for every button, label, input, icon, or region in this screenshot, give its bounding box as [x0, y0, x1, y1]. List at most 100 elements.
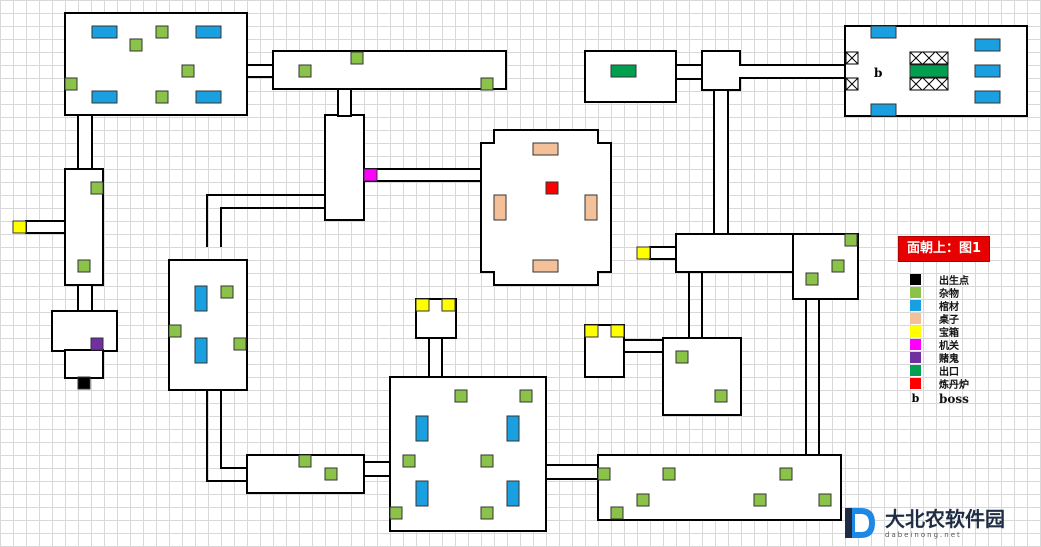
misc-marker: [818, 493, 832, 507]
misc-marker: [155, 90, 169, 104]
legend-label: 棺材: [939, 302, 959, 313]
connector-bottom-left: [363, 461, 391, 477]
legend-label: 炼丹炉: [939, 380, 969, 391]
spawn-marker: [77, 376, 91, 390]
corridor-mechanism: [363, 168, 482, 182]
misc-marker: [480, 77, 494, 91]
misc-marker: [519, 389, 533, 403]
connector-top-left: [246, 64, 274, 78]
coffin-marker: [870, 25, 897, 39]
misc-marker: [597, 467, 611, 481]
legend-label: 赌鬼: [939, 354, 959, 365]
connector-shaft-top: [337, 88, 352, 117]
misc-marker: [233, 337, 247, 351]
misc-marker: [298, 454, 312, 468]
door-marker: [845, 51, 859, 65]
coffin-marker: [415, 480, 429, 507]
corridor-hub-up: [713, 89, 729, 235]
corridor-lower-left-inner: [220, 390, 247, 469]
coffin-marker: [506, 480, 520, 507]
corridor-top-right-junction: [701, 50, 846, 91]
misc-marker: [90, 181, 104, 195]
mechanism-swatch: [910, 339, 921, 350]
misc-marker: [129, 38, 143, 52]
legend-label: boss: [939, 391, 969, 406]
spawn-swatch: [910, 274, 921, 285]
chest-marker: [584, 324, 599, 338]
misc-marker: [181, 64, 195, 78]
gambler-marker: [90, 337, 104, 351]
site-logo: 大北农软件园 dabeinong.net: [843, 502, 1039, 544]
room-right-hub: [675, 233, 794, 273]
legend-item-exit: 出口: [910, 364, 969, 378]
misc-marker: [675, 350, 689, 364]
boss-map-label: b: [874, 66, 882, 80]
coffin-marker: [91, 90, 118, 104]
corridor-right-chest: [649, 246, 677, 260]
legend-label: 机关: [939, 341, 959, 352]
legend-item-gambler: 赌鬼: [910, 351, 969, 365]
legend-item-coffin: 棺材: [910, 299, 969, 313]
furnace-swatch: [910, 378, 921, 389]
chest-marker: [610, 324, 625, 338]
coffin-marker: [195, 25, 222, 39]
coffin-marker: [870, 103, 897, 117]
legend-title: 面朝上：图1: [898, 236, 990, 262]
legend-item-table: 桌子: [910, 312, 969, 326]
misc-marker: [662, 467, 676, 481]
mechanism-marker: [363, 168, 378, 182]
coffin-marker: [194, 285, 208, 312]
table-marker: [584, 194, 598, 221]
misc-marker: [779, 467, 793, 481]
legend-label: 桌子: [939, 315, 959, 326]
misc-marker: [64, 77, 78, 91]
coffin-marker: [974, 90, 1001, 104]
room-left-mid: [168, 259, 248, 391]
legend-label: 出口: [939, 367, 959, 378]
coffin-marker: [506, 415, 520, 442]
misc-marker: [454, 389, 468, 403]
misc-marker: [714, 389, 728, 403]
misc-marker: [389, 506, 403, 520]
chest-marker: [415, 298, 430, 312]
coffin-marker: [974, 38, 1001, 52]
coffin-marker: [974, 64, 1001, 78]
connector-spawn: [77, 284, 93, 313]
room-spawn-neck: [64, 349, 104, 379]
table-marker: [493, 194, 507, 221]
chest-swatch: [910, 326, 921, 337]
corridor-mid-left-inner: [220, 207, 325, 247]
corridor-left-vertical: [77, 114, 93, 171]
chest-marker: [636, 246, 651, 260]
misc-marker: [350, 51, 364, 65]
connector-bottom-right: [545, 464, 599, 480]
connector-top-right: [675, 64, 703, 80]
misc-marker: [805, 272, 819, 286]
coffin-swatch: [910, 300, 921, 311]
misc-marker: [402, 454, 416, 468]
legend-item-chest: 宝箱: [910, 325, 969, 339]
exit-marker: [909, 64, 949, 78]
corridor-lower-left: [206, 390, 247, 482]
coffin-marker: [415, 415, 429, 442]
legend-item-mechanism: 机关: [910, 338, 969, 352]
grate-marker: [909, 77, 949, 91]
boss-symbol: b: [911, 392, 920, 405]
corridor-top: [272, 50, 507, 90]
door-marker: [845, 77, 859, 91]
legend-item-furnace: 炼丹炉: [910, 377, 969, 391]
corridor-central-shaft: [324, 114, 365, 221]
corridor-left-chest: [25, 220, 66, 234]
table-marker: [532, 142, 559, 156]
legend-label: 出生点: [939, 276, 969, 287]
misc-marker: [77, 259, 91, 273]
table-swatch: [910, 313, 921, 324]
room-octagon: [480, 129, 612, 286]
misc-marker: [298, 64, 312, 78]
misc-marker: [844, 233, 858, 247]
logo-name: 大北农软件园: [885, 507, 1005, 531]
legend: 出生点 杂物 棺材 桌子 宝箱 机关 赌鬼 出口 炼丹炉 b boss: [910, 273, 969, 406]
logo-url: dabeinong.net: [885, 531, 962, 539]
misc-marker: [753, 493, 767, 507]
